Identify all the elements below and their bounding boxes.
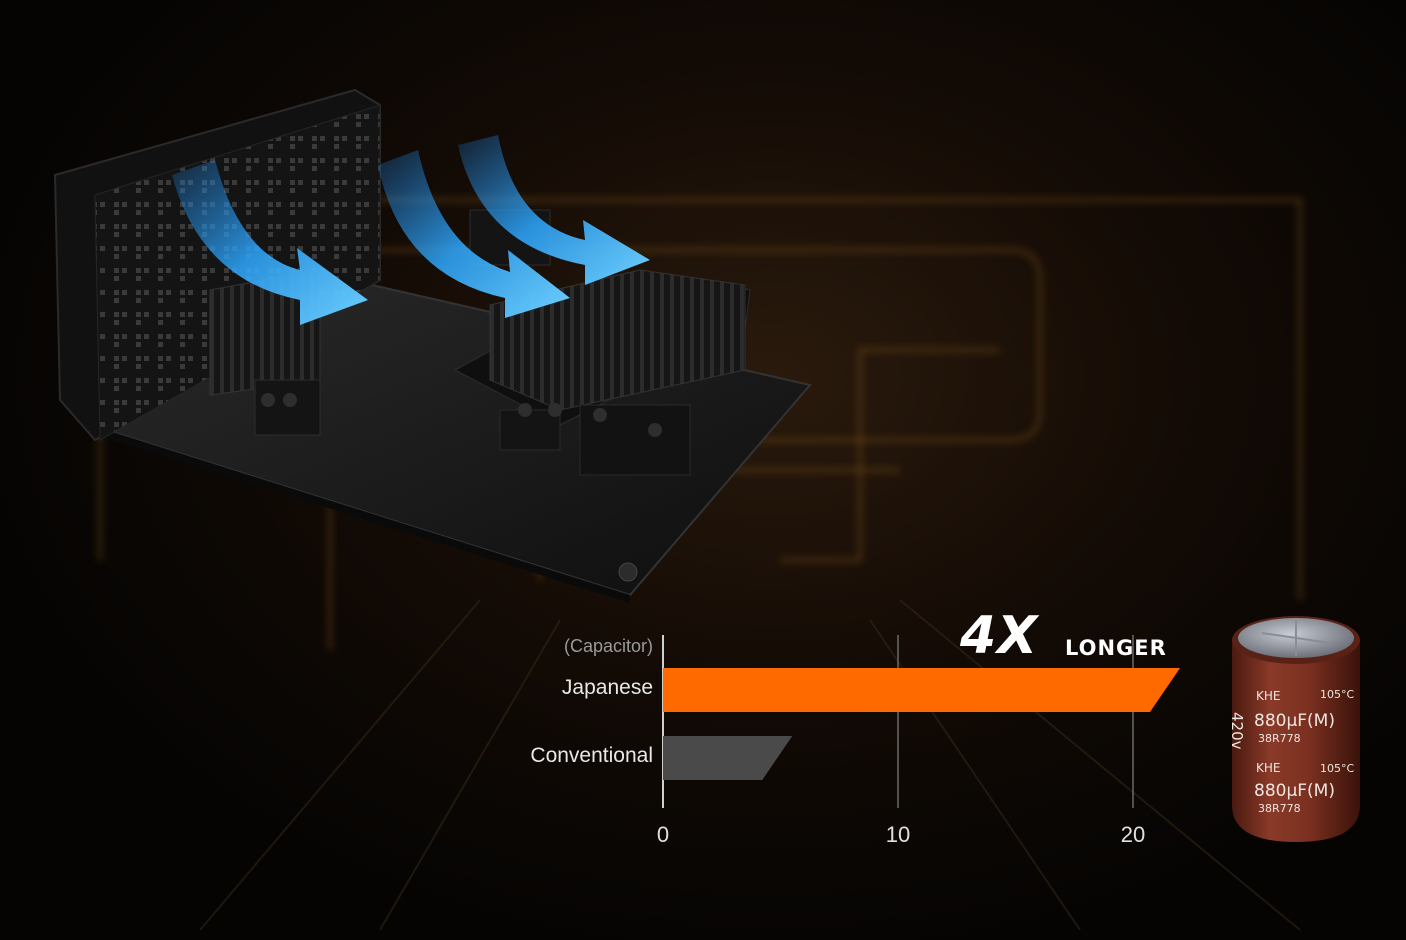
capacitor-capacitance: 880μF(M) xyxy=(1254,711,1335,731)
capacitor-voltage: 420v xyxy=(1228,712,1246,750)
capacitor-code: 38R778 xyxy=(1258,802,1301,815)
capacitor-brand: KHE xyxy=(1256,689,1280,703)
bar-japanese xyxy=(663,668,1180,712)
x-tick-label: 0 xyxy=(656,822,670,847)
capacitor-brand: KHE xyxy=(1256,761,1280,775)
x-tick-label: 10 xyxy=(885,822,911,847)
category-label-conventional: Conventional xyxy=(530,744,653,767)
capacitor-code: 38R778 xyxy=(1258,732,1301,745)
capacitor-capacitance: 880μF(M) xyxy=(1254,781,1335,801)
x-tick-label: 20 xyxy=(1120,822,1146,847)
capacitor-temp: 105°C xyxy=(1320,762,1354,775)
callout-multiplier: 4X xyxy=(960,606,1039,666)
bar-conventional xyxy=(663,736,793,780)
category-label-japanese: Japanese xyxy=(561,676,653,699)
chart-axis-title: (Capacitor) xyxy=(563,636,653,656)
callout-longer: LONGER xyxy=(1065,636,1167,660)
capacitor-temp: 105°C xyxy=(1320,688,1354,701)
